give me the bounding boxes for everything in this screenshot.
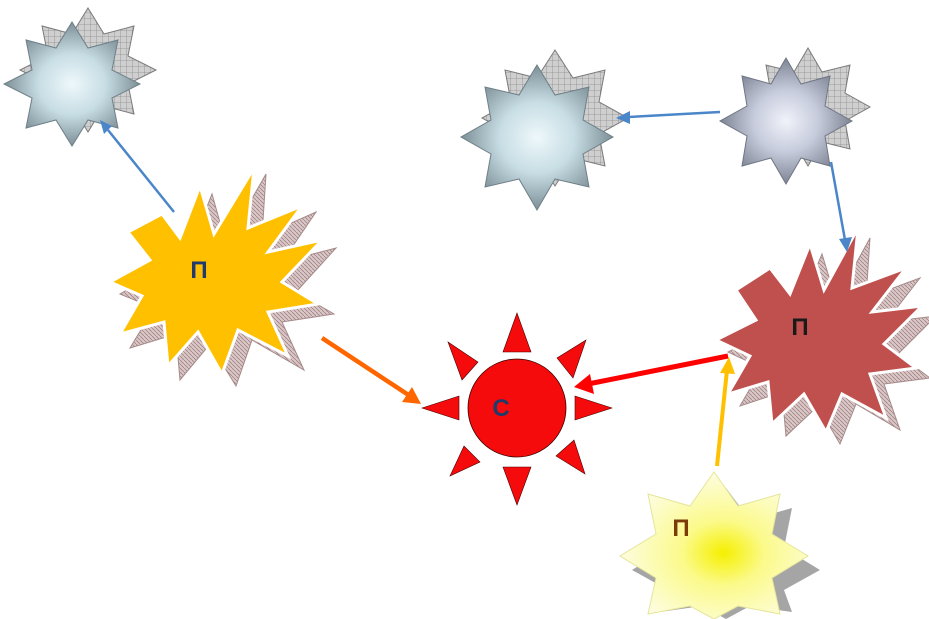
sun-ray-top (502, 312, 532, 353)
yellow-burst-body (106, 167, 327, 378)
center-sun-label: С (492, 395, 509, 422)
yellow-burst-label: П (190, 257, 207, 284)
center-sun-node: С (421, 312, 613, 506)
red-burst-node: П (712, 227, 929, 446)
pale-star-label: П (672, 515, 689, 542)
gray-star-top-right-body (718, 56, 854, 186)
gray-star-top-left (2, 7, 158, 147)
yellow-burst-node: П (106, 167, 338, 388)
red-burst-label: П (791, 314, 808, 341)
sun-ray-left (421, 395, 460, 421)
red-burst-body (712, 227, 927, 436)
sun-ray-top-right (556, 339, 587, 379)
arrows (100, 110, 852, 467)
arrow-grayright-to-redburst (829, 161, 852, 252)
sun-ray-bottom-left (449, 445, 481, 477)
arrow-yellow-to-sun (320, 336, 421, 404)
pale-star-body (619, 471, 809, 619)
sun-ray-top-left (447, 341, 479, 381)
arrow-redburst-to-sun (574, 353, 729, 394)
gray-star-top-left-body (2, 21, 142, 147)
gray-star-middle (459, 49, 630, 211)
arrow-yellow-to-gray-top-left (100, 120, 175, 213)
arrow-grayright-to-graymiddle (616, 110, 721, 124)
sun-rays (421, 312, 613, 506)
pale-star-node: П (619, 471, 820, 619)
gray-star-top-right (718, 47, 872, 186)
sun-disc (467, 358, 567, 458)
sun-ray-right (574, 395, 613, 421)
gray-star-middle-body (459, 64, 615, 211)
sun-ray-bottom (502, 466, 532, 506)
sun-ray-bottom-right (555, 439, 586, 475)
arrow-palestar-to-redburst (715, 357, 735, 467)
